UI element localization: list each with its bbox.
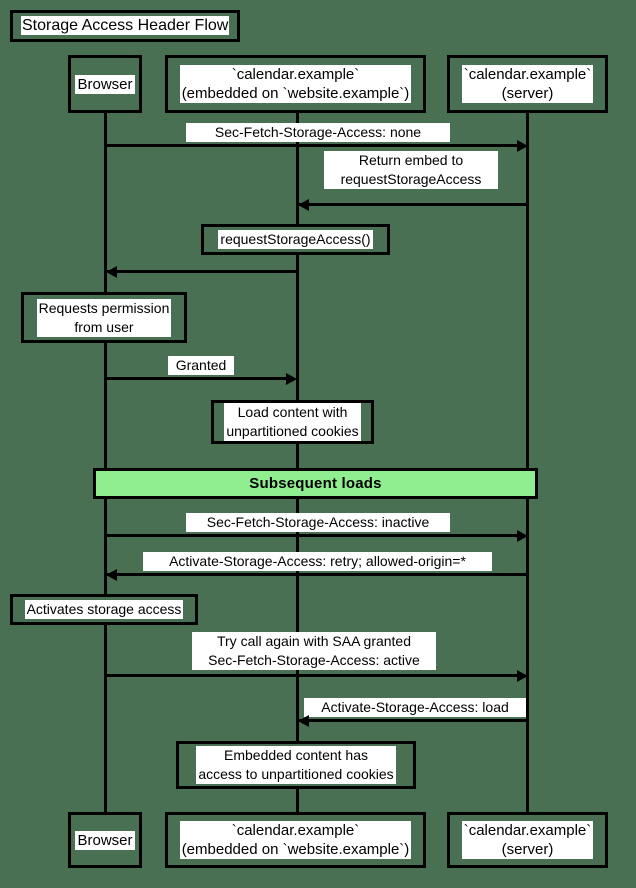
participant-browser-top-label: Browser	[75, 74, 135, 94]
message-label-activate-retry: Activate-Storage-Access: retry; allowed-…	[143, 552, 492, 571]
participant-server-top[interactable]: `calendar.example` (server)	[447, 55, 608, 113]
arrowhead-right-granted	[286, 373, 297, 385]
participant-embed-bottom[interactable]: `calendar.example` (embedded on `website…	[165, 812, 426, 868]
separator-subsequent-loads-label: Subsequent loads	[249, 475, 382, 492]
message-label-try-call-again: Try call again with SAA granted Sec-Fetc…	[192, 632, 436, 670]
message-label-granted: Granted	[168, 356, 234, 375]
message-label-activate-load: Activate-Storage-Access: load	[304, 698, 526, 717]
participant-server-bottom-label: `calendar.example` (server)	[461, 821, 594, 859]
participant-embed-top-label: `calendar.example` (embedded on `website…	[179, 65, 412, 103]
participant-embed-bottom-label: `calendar.example` (embedded on `website…	[179, 821, 412, 859]
message-line-activate-load	[297, 719, 526, 722]
message-line-granted	[105, 377, 292, 380]
note-requests-permission: Requests permission from user	[21, 292, 187, 343]
message-label-return-embed: Return embed to requestStorageAccess	[324, 151, 498, 189]
note-embedded-content-access-label: Embedded content has access to unpartiti…	[196, 746, 396, 784]
arrowhead-left-rsa-return	[106, 266, 117, 278]
participant-server-bottom[interactable]: `calendar.example` (server)	[447, 812, 608, 868]
diagram-title: Storage Access Header Flow	[21, 16, 230, 35]
participant-server-top-label: `calendar.example` (server)	[461, 65, 594, 103]
lifeline-browser	[104, 112, 107, 814]
note-request-storage-access-label: requestStorageAccess()	[218, 230, 373, 249]
participant-browser-bottom[interactable]: Browser	[68, 812, 142, 868]
note-request-storage-access: requestStorageAccess()	[201, 224, 390, 255]
message-line-rsa-return	[105, 270, 297, 273]
message-line-return-embed	[297, 203, 526, 206]
participant-embed-top[interactable]: `calendar.example` (embedded on `website…	[165, 55, 426, 113]
arrowhead-left-activate-load	[298, 715, 309, 727]
message-line-sec-fetch-inactive	[105, 534, 524, 537]
arrowhead-right-sec-fetch-none	[517, 140, 528, 152]
lifeline-embed	[296, 112, 299, 814]
note-activates-storage-access-label: Activates storage access	[24, 600, 184, 619]
message-label-sec-fetch-none: Sec-Fetch-Storage-Access: none	[186, 123, 450, 142]
arrowhead-left-return-embed	[298, 199, 309, 211]
participant-browser-bottom-label: Browser	[75, 830, 135, 850]
message-line-try-call-again	[105, 674, 524, 677]
message-line-activate-retry	[105, 573, 526, 576]
participant-browser-top[interactable]: Browser	[68, 55, 142, 113]
note-activates-storage-access: Activates storage access	[10, 594, 198, 625]
arrowhead-right-sec-fetch-inactive	[517, 530, 528, 542]
note-embedded-content-access: Embedded content has access to unpartiti…	[176, 741, 416, 789]
arrowhead-right-try-call-again	[517, 670, 528, 682]
diagram-title-box: Storage Access Header Flow	[10, 10, 241, 42]
arrowhead-left-activate-retry	[106, 569, 117, 581]
message-line-sec-fetch-none	[105, 144, 524, 147]
note-load-content: Load content with unpartitioned cookies	[211, 400, 374, 444]
lifeline-server	[526, 112, 529, 814]
message-label-sec-fetch-inactive: Sec-Fetch-Storage-Access: inactive	[186, 513, 450, 532]
note-requests-permission-label: Requests permission from user	[36, 298, 172, 337]
note-load-content-label: Load content with unpartitioned cookies	[224, 403, 361, 441]
separator-subsequent-loads: Subsequent loads	[93, 468, 538, 499]
